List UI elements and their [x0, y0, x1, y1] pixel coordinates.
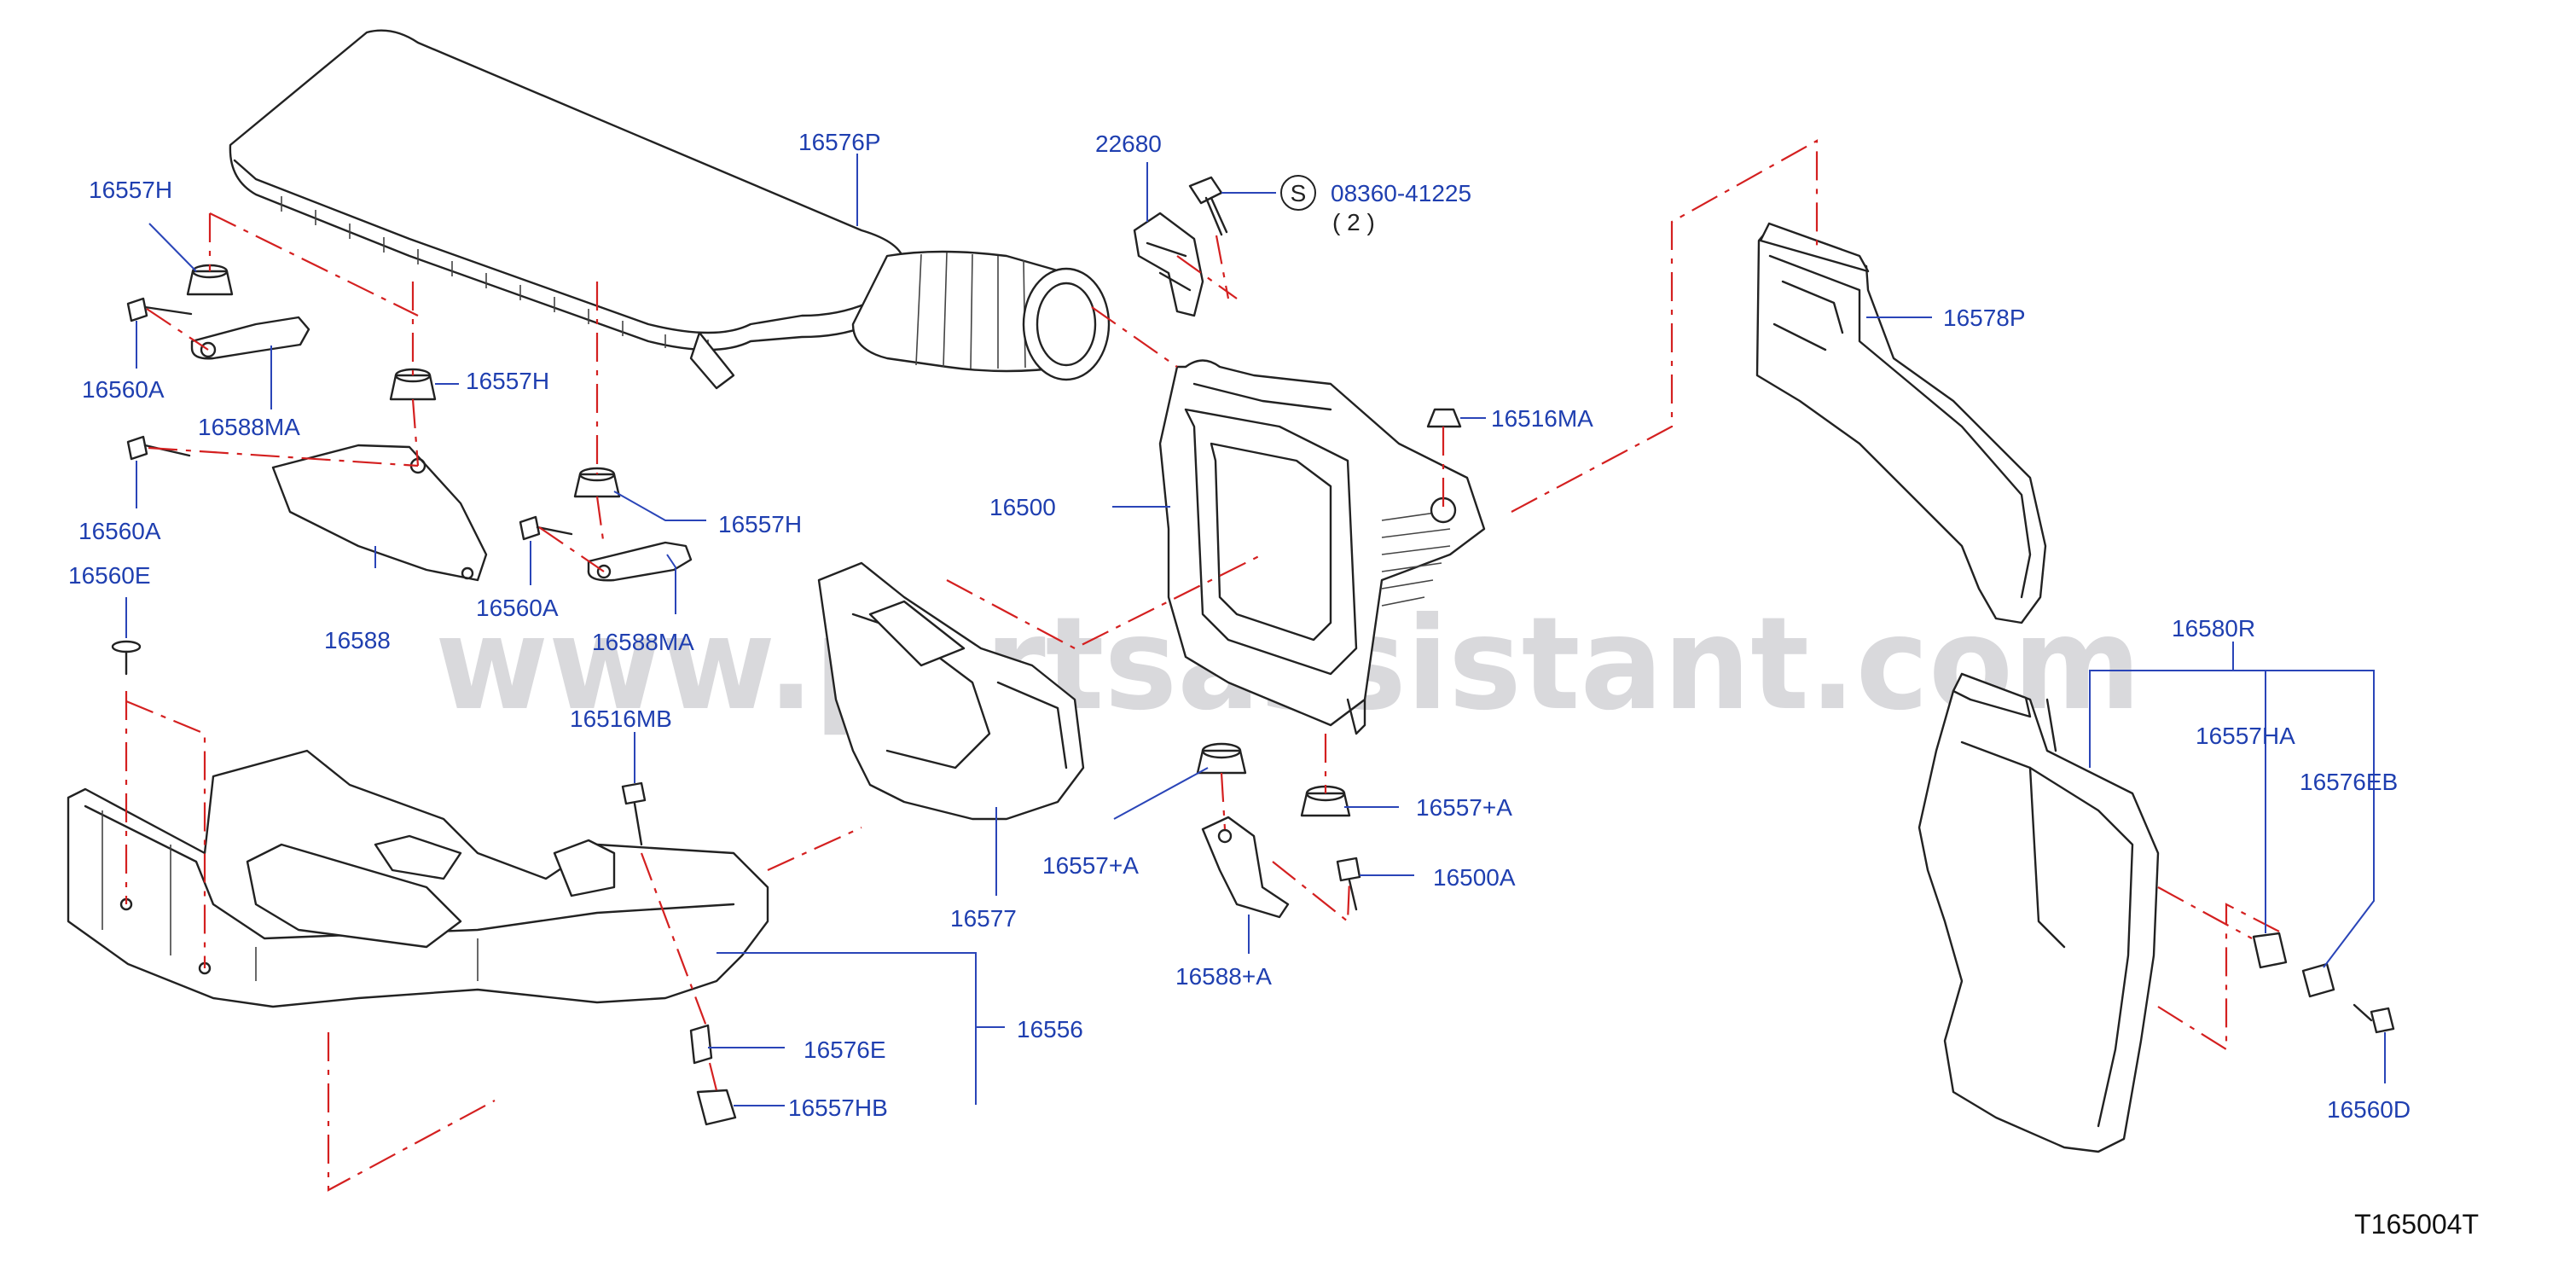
air-duct-16576P-drawing [229, 29, 906, 390]
bracket-16588-drawing [271, 444, 488, 582]
label-08360-qty: ( 2 ) [1332, 209, 1375, 235]
maf-sensor-22680-drawing [1133, 212, 1204, 317]
spec-symbol-s: S [1291, 180, 1307, 206]
bolt-16560A-b-drawing [126, 435, 191, 461]
bracket-16588pA-drawing [1201, 816, 1290, 919]
label-16588pA: 16588+A [1175, 963, 1272, 990]
figure-code: T165004T [2354, 1209, 2479, 1240]
label-16588: 16588 [324, 627, 391, 653]
air-intake-duct-16556-drawing [67, 749, 769, 1008]
label-16500A: 16500A [1433, 864, 1516, 891]
bellows-hose-drawing [851, 250, 1111, 381]
label-16588MA-b: 16588MA [592, 629, 694, 655]
bracket-16588MA-left-drawing [190, 316, 310, 360]
air-duct-16578P-drawing [1755, 222, 2047, 624]
label-16500: 16500 [989, 494, 1056, 520]
bracket-16588MA-right-drawing [587, 541, 693, 582]
part-labels: 16576P 22680 08360-41225 ( 2 ) 16557H 16… [68, 129, 2411, 1123]
label-16578P: 16578P [1943, 305, 2026, 331]
bolt-16560D-drawing [2353, 1003, 2395, 1034]
collar-16576EB-drawing [2301, 962, 2335, 998]
label-16560D: 16560D [2327, 1096, 2411, 1123]
grommet-16557H-b-drawing [389, 368, 437, 401]
label-16588MA-a: 16588MA [198, 414, 300, 440]
label-16557H-c: 16557H [718, 511, 802, 537]
collar-16576E-drawing [689, 1024, 713, 1065]
label-16557pA-b: 16557+A [1416, 794, 1512, 821]
label-16560E: 16560E [68, 562, 151, 589]
label-08360-41225: 08360-41225 [1331, 180, 1471, 206]
label-16560A-c: 16560A [476, 595, 559, 621]
grommet-16557H-c-drawing [573, 467, 621, 498]
spec-symbol-circle [1280, 175, 1316, 211]
label-16557HA: 16557HA [2196, 723, 2295, 749]
label-16557H-b: 16557H [466, 368, 549, 394]
label-16576EB: 16576EB [2300, 769, 2398, 795]
bolt-16516MB-drawing [621, 781, 647, 846]
leader-lines [125, 154, 2386, 1106]
label-16576P: 16576P [798, 129, 881, 155]
label-16576E: 16576E [804, 1037, 886, 1063]
grommet-16516MA-drawing [1426, 408, 1462, 428]
air-duct-16580R-drawing [1917, 672, 2160, 1153]
label-16556: 16556 [1017, 1016, 1083, 1042]
label-16516MA: 16516MA [1491, 405, 1593, 432]
grommet-16557pA-a-drawing [1196, 742, 1247, 775]
bolt-08360-drawing [1188, 176, 1228, 236]
label-16560A-b: 16560A [78, 518, 161, 544]
label-16557pA-a: 16557+A [1042, 852, 1139, 879]
label-16560A-a: 16560A [82, 376, 165, 403]
label-16577: 16577 [950, 905, 1017, 932]
label-16557HB: 16557HB [788, 1095, 888, 1121]
air-cleaner-body-16500-drawing [1158, 359, 1486, 735]
bolt-16560A-a-drawing [126, 297, 193, 322]
label-16557H-a: 16557H [89, 177, 172, 203]
air-duct-16577-drawing [817, 561, 1085, 821]
label-22680: 22680 [1095, 131, 1162, 157]
assembly-lines [125, 139, 2287, 1192]
grommet-16557HB-drawing [696, 1089, 737, 1126]
label-16580R: 16580R [2172, 615, 2255, 642]
clip-16560E-drawing [111, 640, 142, 676]
bolt-16560A-c-drawing [519, 515, 573, 541]
grommet-16557HA-drawing [2252, 932, 2288, 969]
label-16516MB: 16516MB [570, 706, 672, 732]
bolt-16500A-drawing [1336, 857, 1361, 911]
